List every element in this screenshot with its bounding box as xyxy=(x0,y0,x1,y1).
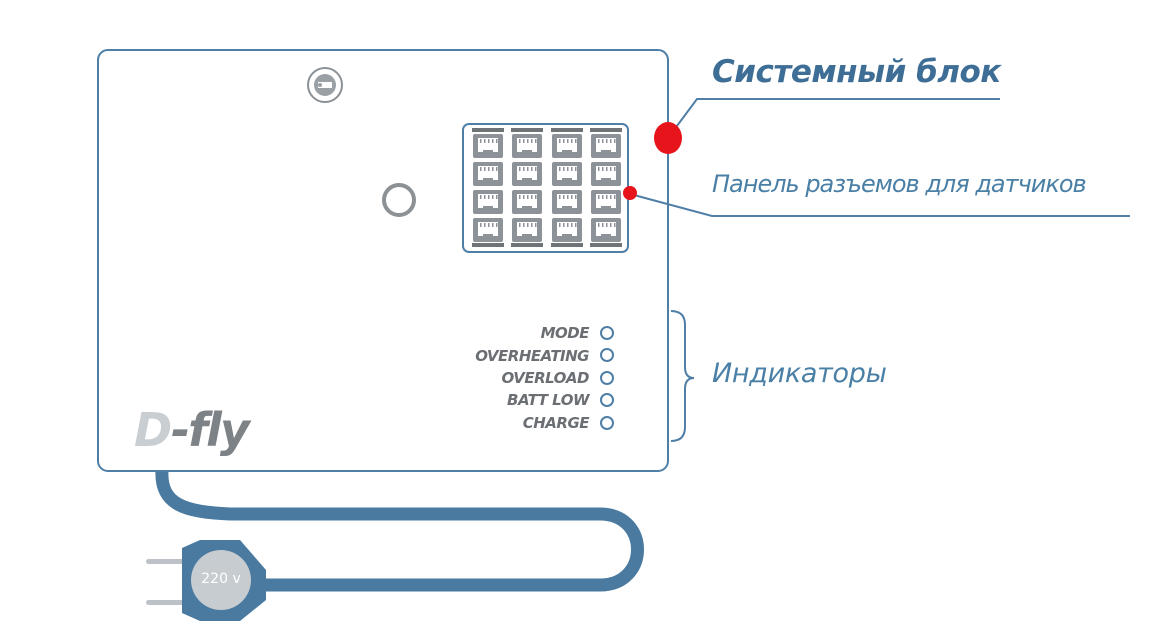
rj-connector-icon xyxy=(512,190,542,214)
rj-connector-icon xyxy=(512,162,542,186)
connector-column-bar xyxy=(511,243,543,247)
plug-disc xyxy=(191,550,251,610)
rj-connector-icon xyxy=(591,134,621,158)
system-unit-label: Системный блок xyxy=(712,54,1001,90)
rj-connector-icon xyxy=(591,190,621,214)
power-cable xyxy=(155,463,644,592)
indicator-leds xyxy=(600,326,614,430)
plug-pin-bottom xyxy=(146,600,184,605)
sensor-connector-panel xyxy=(462,123,629,253)
indicator-led-batt-low xyxy=(600,393,614,407)
indicators-bracket xyxy=(670,310,695,442)
connector-column-bar xyxy=(472,243,504,247)
indicator-label-batt-low: BATT LOW xyxy=(507,391,589,409)
rj-connector-icon xyxy=(473,190,503,214)
indicator-label-overload: OVERLOAD xyxy=(501,369,590,387)
rj-connector-icon xyxy=(473,162,503,186)
indicator-label-overheating: OVERHEATING xyxy=(475,347,589,365)
plug-voltage-label: 220 v xyxy=(201,571,241,587)
rj-connector-icon xyxy=(552,134,582,158)
rj-connector-icon xyxy=(512,218,542,242)
logo-text-light: D-fly xyxy=(134,403,252,457)
connector-column-bar xyxy=(472,128,504,132)
system-unit-marker xyxy=(654,122,682,154)
rj-connector-icon xyxy=(552,190,582,214)
logo-rest: -fly xyxy=(171,403,252,457)
plug-pin-top xyxy=(146,559,184,564)
indicator-label-charge: CHARGE xyxy=(522,414,590,432)
connector-column-bar xyxy=(590,243,622,247)
rj-connector-icon xyxy=(473,134,503,158)
connector-column-bar xyxy=(511,128,543,132)
rj-connector-icon xyxy=(552,218,582,242)
power-plug-icon xyxy=(146,540,266,621)
sensor-panel-marker xyxy=(623,186,637,200)
indicator-led-overheating xyxy=(600,348,614,362)
round-button-icon xyxy=(382,183,416,217)
connector-column-bar xyxy=(551,243,583,247)
rj-connector-icon xyxy=(512,134,542,158)
sensor-panel-leader-line xyxy=(629,193,1130,217)
d-fly-logo: D-fly xyxy=(134,403,254,457)
sensor-panel-label: Панель разъемов для датчиков xyxy=(712,170,1087,198)
key-lock-icon xyxy=(307,67,343,103)
indicator-led-mode xyxy=(600,326,614,340)
logo-letter-d: D xyxy=(134,403,171,457)
rj-connector-icon xyxy=(552,162,582,186)
indicators-label: Индикаторы xyxy=(712,358,887,389)
rj-connector-icon xyxy=(591,218,621,242)
rj-connector-icon xyxy=(473,218,503,242)
indicator-label-mode: MODE xyxy=(540,324,590,342)
indicator-led-charge xyxy=(600,416,614,430)
indicator-led-overload xyxy=(600,371,614,385)
connector-column-bar xyxy=(551,128,583,132)
connector-column-bar xyxy=(590,128,622,132)
rj-connector-icon xyxy=(591,162,621,186)
system-unit-leader-line xyxy=(667,98,1000,139)
